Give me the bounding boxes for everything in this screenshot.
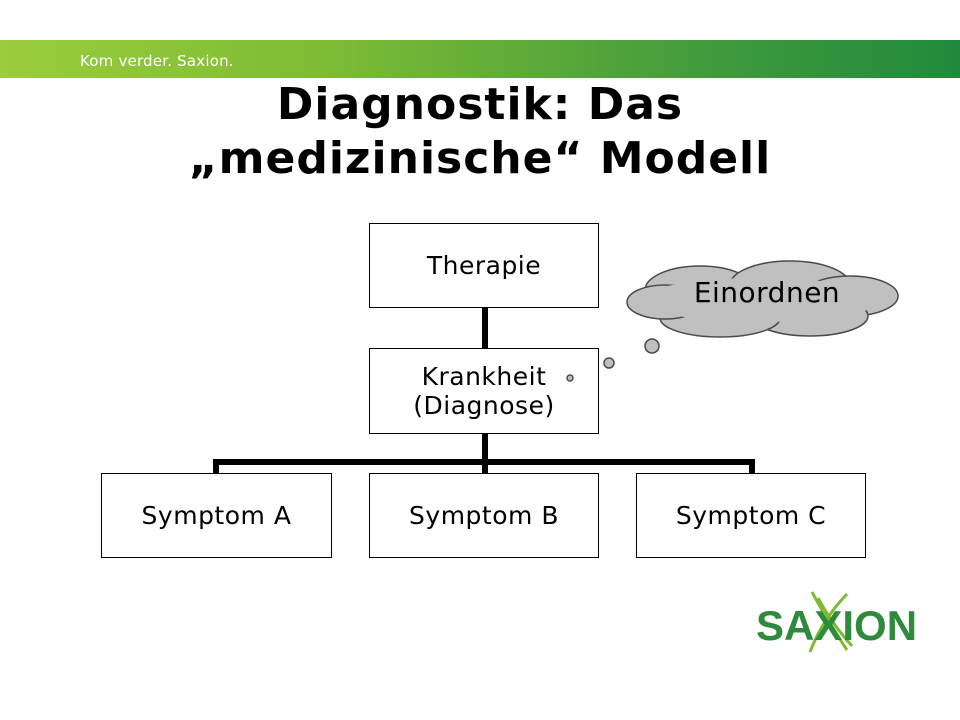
header-banner <box>0 40 960 78</box>
node-diagnose-label: (Diagnose) <box>413 391 555 420</box>
node-therapie: Therapie <box>369 223 599 308</box>
node-therapie-label: Therapie <box>426 251 542 280</box>
node-krankheit: Krankheit (Diagnose) <box>369 348 599 434</box>
title-line-2: „medizinische“ Modell <box>188 133 772 184</box>
thought-bubble-medium <box>603 357 615 369</box>
saxion-logo: SAXION <box>756 591 917 653</box>
logo-wordmark: SAXION <box>756 602 917 649</box>
node-symptom-c: Symptom C <box>636 473 866 558</box>
thought-bubble-large <box>644 338 660 354</box>
tagline: Kom verder. Saxion. <box>80 52 234 70</box>
node-symptom-b: Symptom B <box>369 473 599 558</box>
slide-title: Diagnostik: Das „medizinische“ Modell <box>0 78 960 186</box>
node-symptom-a: Symptom A <box>101 473 332 558</box>
node-symptom-c-label: Symptom C <box>675 501 827 530</box>
logo-x-mark <box>808 591 854 653</box>
node-krankheit-label: Krankheit <box>421 362 547 391</box>
thought-label: Einordnen <box>693 276 841 309</box>
node-symptom-b-label: Symptom B <box>409 501 559 530</box>
thought-bubble-small <box>566 374 574 382</box>
node-symptom-a-label: Symptom A <box>141 501 292 530</box>
title-line-1: Diagnostik: Das <box>276 79 684 130</box>
